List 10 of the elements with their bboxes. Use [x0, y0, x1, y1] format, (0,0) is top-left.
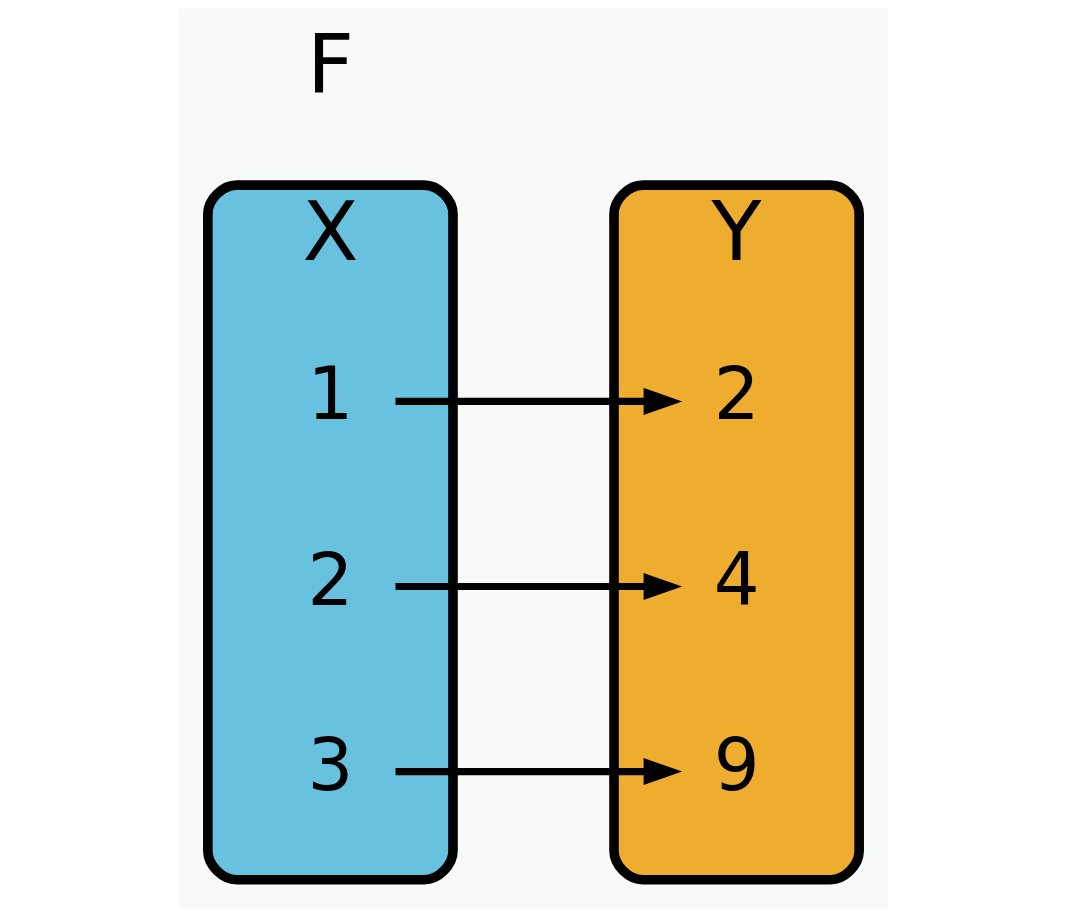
arrow [395, 573, 683, 600]
arrow [395, 387, 683, 415]
arrow [395, 758, 683, 786]
label: F [306, 17, 354, 113]
node-text: 2 [713, 352, 760, 437]
node-text: 3 [307, 722, 354, 807]
node-text: 2 [307, 537, 354, 622]
node-text: 4 [713, 537, 760, 622]
node-text: 9 [713, 722, 760, 807]
node-text: 1 [307, 352, 354, 437]
